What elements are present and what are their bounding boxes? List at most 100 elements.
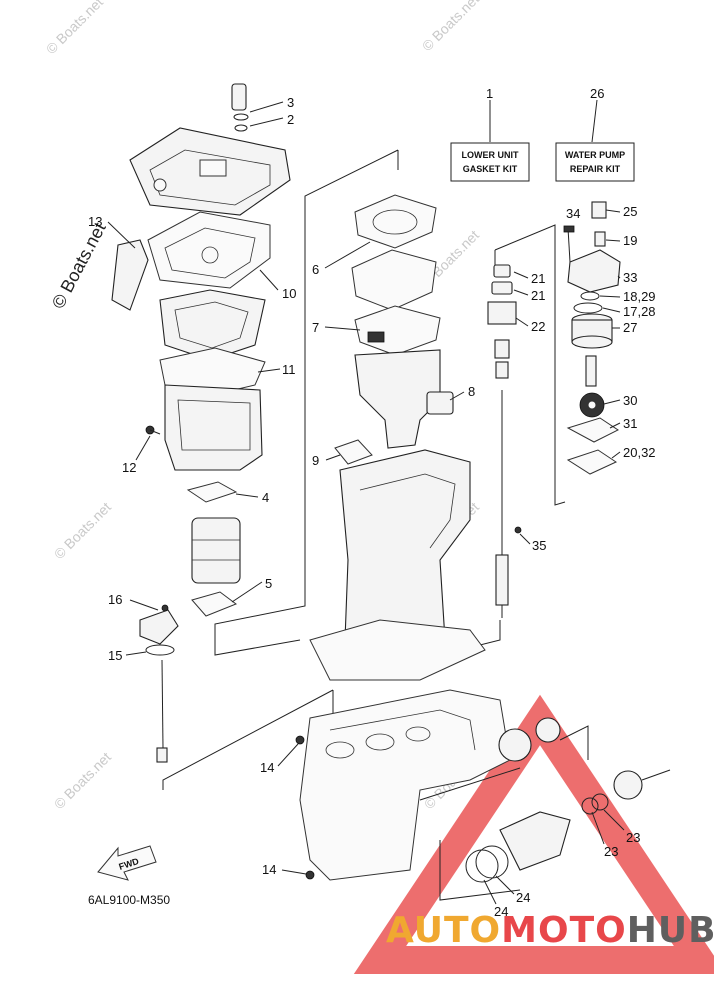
kit-lower-line2: GASKET KIT — [463, 164, 518, 174]
brand-wordmark: AUTOMOTOHUB — [386, 910, 714, 951]
part-upper-case — [164, 384, 263, 471]
watermark-boats-net-dark: © Boats.net — [48, 219, 110, 312]
part-drive-key — [585, 355, 597, 387]
watermark-mid-left: © Boats.net — [51, 499, 114, 562]
callout-10: 10 — [282, 286, 296, 301]
part-gasket-20 — [566, 449, 618, 475]
callout-24-right: 24 — [516, 890, 530, 905]
callout-31: 31 — [623, 416, 637, 431]
diagram-code: 6AL9100-M350 — [88, 893, 170, 907]
part-bolt-14-upper — [295, 735, 305, 745]
part-plate-31 — [566, 417, 619, 443]
part-cap-right — [613, 769, 671, 800]
part-oring-17 — [573, 302, 603, 314]
part-bearing-housing — [499, 811, 571, 871]
brand-part-auto: AUTO — [386, 910, 501, 951]
callout-3: 3 — [287, 95, 294, 110]
callout-16: 16 — [108, 592, 122, 607]
callout-34: 34 — [566, 206, 580, 221]
callout-19: 19 — [623, 233, 637, 248]
part-propeller-shaft — [419, 767, 521, 801]
callout-20-32: 20,32 — [623, 445, 656, 460]
callout-30: 30 — [623, 393, 637, 408]
part-oring-15 — [145, 644, 175, 656]
callout-15: 15 — [108, 648, 122, 663]
callout-5: 5 — [265, 576, 272, 591]
callout-24-left: 24 — [494, 904, 508, 919]
part-gasket-10 — [147, 211, 271, 289]
part-gasket-5 — [191, 591, 238, 617]
callout-21-upper: 21 — [531, 271, 545, 286]
part-muffler — [191, 517, 241, 584]
callout-11: 11 — [282, 362, 296, 377]
brand-part-moto: MOTO — [501, 910, 627, 951]
leader-lines — [107, 99, 625, 905]
part-impeller-30 — [579, 392, 605, 418]
part-bracket-13 — [111, 239, 149, 311]
watermark-top-left: © Boats.net — [43, 0, 106, 57]
callout-14-lower: 14 — [262, 862, 276, 877]
callout-21-lower: 21 — [531, 288, 545, 303]
part-oil-pan-top — [129, 127, 291, 216]
callout-25: 25 — [623, 204, 637, 219]
kit-box-lower-unit: LOWER UNIT GASKET KIT — [450, 142, 530, 182]
callout-23-right: 23 — [626, 830, 640, 845]
brand-triangle-logo — [353, 694, 714, 974]
part-gasket-7 — [354, 305, 441, 356]
callouts: 1 26 3 2 13 10 6 7 11 8 9 12 4 5 16 15 1… — [88, 86, 656, 919]
callout-14-upper: 14 — [260, 760, 274, 775]
watermark-low-left: © Boats.net — [51, 749, 114, 812]
part-grommet-25 — [591, 201, 607, 219]
callout-1: 1 — [486, 86, 493, 101]
part-bracket-16 — [139, 604, 179, 645]
callout-26: 26 — [590, 86, 604, 101]
callout-27: 27 — [623, 320, 637, 335]
kit-lower-line1: LOWER UNIT — [462, 150, 519, 160]
callout-18-29: 18,29 — [623, 289, 656, 304]
part-exhaust-plate — [351, 249, 437, 311]
part-lower-gearcase — [299, 689, 511, 881]
part-plug-3 — [231, 83, 249, 132]
kit-pump-line2: REPAIR KIT — [570, 164, 621, 174]
part-seal-9 — [334, 439, 373, 465]
part-pin-35 — [514, 526, 522, 534]
part-water-tube — [156, 659, 168, 763]
part-oring-24 — [465, 845, 509, 883]
part-bolt-12 — [145, 425, 161, 435]
callout-2: 2 — [287, 112, 294, 127]
kit-pump-line1: WATER PUMP — [565, 150, 625, 160]
callout-8: 8 — [468, 384, 475, 399]
part-drive-shaft — [487, 264, 517, 618]
callout-4: 4 — [262, 490, 269, 505]
part-gasket-4 — [186, 481, 238, 503]
callout-9: 9 — [312, 453, 319, 468]
watermark-top-center: © Boats.net — [419, 0, 482, 54]
part-seal-23 — [581, 793, 609, 815]
frame-left-upper — [214, 149, 399, 656]
callout-33: 33 — [623, 270, 637, 285]
callout-35: 35 — [532, 538, 546, 553]
part-pump-housing-33 — [567, 249, 621, 293]
part-upper-casing — [309, 449, 486, 681]
callout-22: 22 — [531, 319, 545, 334]
kit-box-water-pump: WATER PUMP REPAIR KIT — [555, 142, 635, 182]
part-insert-19 — [594, 231, 606, 247]
callout-23-left: 23 — [604, 844, 618, 859]
callout-7: 7 — [312, 320, 319, 335]
brand-part-hub: HUB — [627, 910, 714, 951]
callout-13: 13 — [88, 214, 102, 229]
callout-12: 12 — [122, 460, 136, 475]
part-oring-18 — [580, 291, 600, 301]
part-insert-cartridge-27 — [571, 313, 613, 349]
callout-6: 6 — [312, 262, 319, 277]
part-gasket-6 — [354, 194, 437, 249]
brand-logo: AUTOMOTOHUB — [386, 910, 714, 951]
part-bolt-14-lower — [305, 870, 315, 880]
part-gears — [498, 717, 561, 762]
part-exhaust-guide — [159, 289, 266, 361]
part-exhaust-manifold — [354, 349, 441, 449]
triangle-outline — [353, 694, 714, 974]
part-rubber-8 — [426, 391, 454, 415]
